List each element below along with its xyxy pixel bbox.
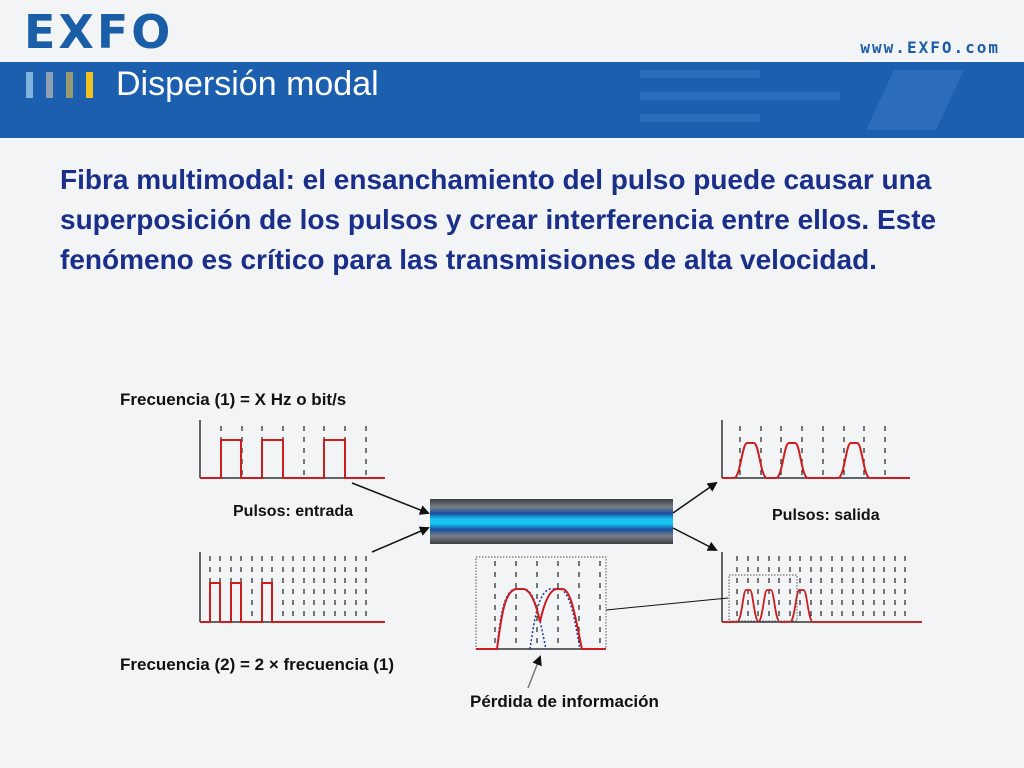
output-pulse-train (722, 442, 910, 479)
gridlines (736, 556, 906, 622)
information-loss-label: Pérdida de información (470, 692, 659, 711)
output-pulses-2x-graph (721, 552, 922, 623)
zoom-connector-line (605, 597, 729, 611)
overlap-curve (529, 588, 581, 650)
title-bar (26, 72, 33, 98)
title-bar (66, 72, 73, 98)
inset-frame (475, 556, 607, 650)
input-pulse-train (200, 439, 385, 479)
arrow-to-fiber (351, 482, 430, 515)
website-url[interactable]: www.EXFO.com (860, 38, 1000, 57)
band-decoration (640, 114, 760, 122)
title-bar (46, 72, 53, 98)
band-decoration (640, 70, 760, 78)
arrow-from-fiber (672, 481, 718, 514)
modal-dispersion-diagram: Frecuencia (1) = X Hz o bit/s Pulsos: en… (120, 390, 922, 711)
frequency-1-label: Frecuencia (1) = X Hz o bit/s (120, 390, 346, 409)
input-pulse-train-2x (200, 582, 385, 623)
gridlines (209, 556, 367, 622)
arrow-to-fiber (371, 526, 430, 553)
input-pulses-label: Pulsos: entrada (233, 503, 353, 520)
input-pulses-graph (199, 420, 385, 479)
slide-title: Dispersión modal (116, 65, 379, 103)
header-band (0, 62, 1024, 138)
loss-pointer-arrow (527, 655, 542, 689)
body-text: Fibra multimodal: el ensanchamiento del … (60, 164, 937, 275)
band-decoration (640, 92, 840, 100)
information-loss-inset (475, 556, 607, 650)
gridlines (494, 561, 601, 649)
output-pulse-train-2x (722, 589, 922, 623)
slide-header: EXFO www.EXFO.com Dispersión modal (0, 0, 1024, 138)
title-bar (86, 72, 93, 98)
fiber-cable (430, 499, 673, 544)
input-pulses-2x-graph (199, 552, 385, 623)
arrow-from-fiber (672, 527, 718, 551)
merged-pulses (476, 588, 606, 650)
output-pulses-label: Pulsos: salida (772, 507, 880, 524)
frequency-2-label: Frecuencia (2) = 2 × frecuencia (1) (120, 655, 394, 674)
output-pulses-graph (721, 420, 910, 479)
zoom-region (728, 574, 798, 622)
band-decoration (866, 70, 964, 130)
exfo-logo: EXFO (24, 5, 174, 59)
gridlines (739, 426, 886, 478)
